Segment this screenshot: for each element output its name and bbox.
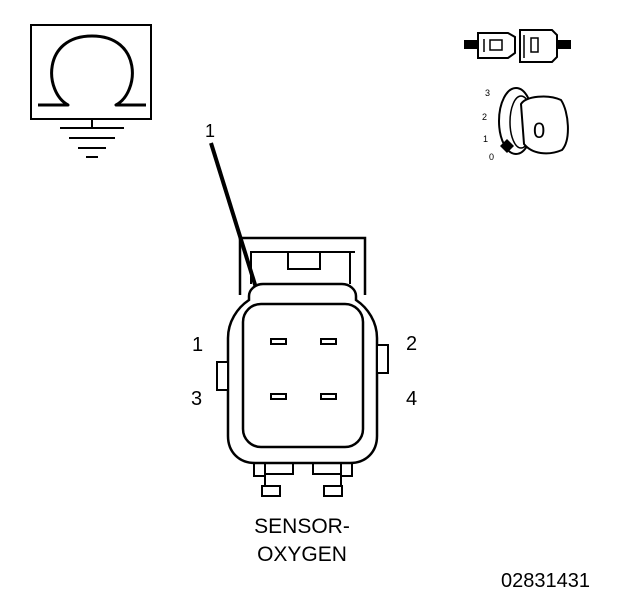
ignition-position-0: 0 [489,152,494,162]
pin-label-1: 1 [192,334,203,356]
ignition-position-3: 3 [485,88,490,98]
ignition-key-icon: 3 2 1 0 0 [482,87,569,162]
terminal-4 [320,393,337,400]
callout-label: 1 [205,121,215,141]
pin-label-2: 2 [406,333,417,355]
ignition-position-2: 2 [482,112,487,122]
ignition-position-1: 1 [483,134,488,144]
ohmmeter-symbol [30,24,152,158]
disconnected-connector-icon [464,29,571,63]
ohm-symbol-icon [38,34,146,107]
ground-icon [60,119,124,158]
terminal-1 [270,338,287,345]
pin-label-3: 3 [191,388,202,410]
component-name-line1: SENSOR- [254,515,350,538]
figure-id: 02831431 [501,570,590,592]
ignition-key-label: 0 [533,118,545,143]
terminal-3 [270,393,287,400]
component-name-line2: OXYGEN [257,543,347,566]
terminal-2 [320,338,337,345]
oxygen-sensor-connector [216,236,389,497]
pin-label-4: 4 [406,388,417,410]
